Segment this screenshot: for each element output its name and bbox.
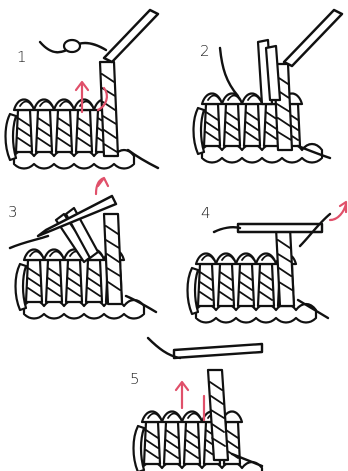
step-2-illustration (194, 10, 343, 163)
step-4-illustration (188, 202, 347, 323)
step-3-illustration (10, 178, 156, 319)
step-5-illustration (134, 338, 263, 471)
step-1-illustration (6, 10, 159, 169)
